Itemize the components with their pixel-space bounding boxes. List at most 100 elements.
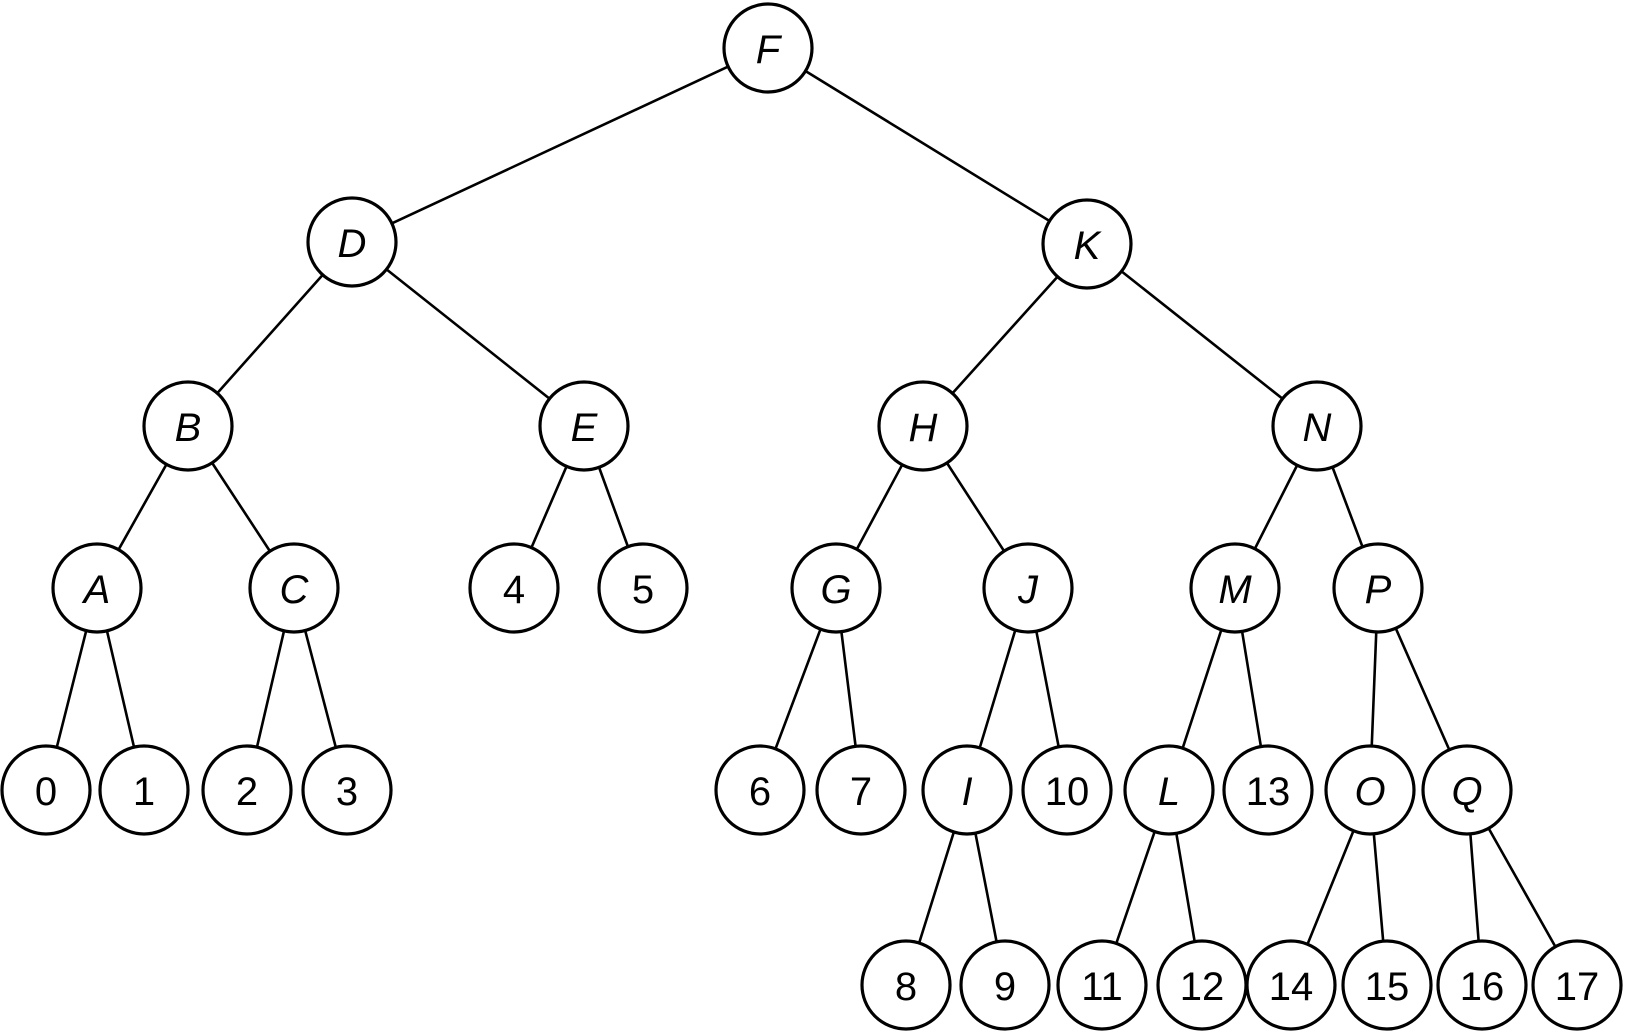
node-N: N bbox=[1271, 380, 1363, 472]
node-circle-9 bbox=[959, 939, 1051, 1031]
node-12: 12 bbox=[1156, 939, 1248, 1031]
node-circle-F bbox=[722, 2, 814, 94]
node-label-A: A bbox=[82, 568, 111, 612]
node-label-15: 15 bbox=[1365, 965, 1410, 1009]
node-circle-11 bbox=[1056, 939, 1148, 1031]
node-label-F: F bbox=[756, 28, 783, 72]
node-circle-4 bbox=[468, 542, 560, 634]
node-circle-G bbox=[790, 542, 882, 634]
node-circle-D bbox=[306, 196, 398, 288]
node-8: 8 bbox=[860, 939, 952, 1031]
node-label-12: 12 bbox=[1180, 965, 1225, 1009]
node-circle-O bbox=[1324, 744, 1416, 836]
tree-edges bbox=[44, 46, 1579, 987]
node-3: 3 bbox=[301, 744, 393, 836]
node-J: J bbox=[982, 542, 1074, 634]
node-6: 6 bbox=[714, 744, 806, 836]
edge-D-E bbox=[350, 240, 586, 428]
node-label-D: D bbox=[338, 222, 367, 266]
node-circle-3 bbox=[301, 744, 393, 836]
node-label-16: 16 bbox=[1460, 965, 1505, 1009]
node-label-13: 13 bbox=[1246, 770, 1291, 814]
node-label-11: 11 bbox=[1081, 965, 1123, 1009]
node-F: F bbox=[722, 2, 814, 94]
node-circle-8 bbox=[860, 939, 952, 1031]
node-label-G: G bbox=[820, 568, 851, 612]
node-label-9: 9 bbox=[994, 965, 1016, 1009]
node-label-H: H bbox=[909, 406, 938, 450]
node-label-7: 7 bbox=[850, 770, 872, 814]
node-circle-10 bbox=[1021, 744, 1113, 836]
node-circle-I bbox=[921, 744, 1013, 836]
node-label-N: N bbox=[1303, 406, 1332, 450]
node-circle-13 bbox=[1222, 744, 1314, 836]
node-circle-Q bbox=[1421, 744, 1513, 836]
node-label-4: 4 bbox=[503, 568, 525, 612]
node-label-0: 0 bbox=[35, 770, 57, 814]
node-14: 14 bbox=[1245, 939, 1337, 1031]
node-circle-0 bbox=[0, 744, 92, 836]
edge-F-D bbox=[350, 46, 770, 244]
node-1: 1 bbox=[98, 744, 190, 836]
node-label-O: O bbox=[1354, 770, 1385, 814]
node-C: C bbox=[248, 542, 340, 634]
edge-K-N bbox=[1085, 242, 1319, 428]
node-G: G bbox=[790, 542, 882, 634]
node-circle-6 bbox=[714, 744, 806, 836]
node-O: O bbox=[1324, 744, 1416, 836]
node-circle-N bbox=[1271, 380, 1363, 472]
node-label-8: 8 bbox=[895, 965, 917, 1009]
node-circle-C bbox=[248, 542, 340, 634]
node-label-1: 1 bbox=[133, 770, 155, 814]
node-circle-H bbox=[877, 380, 969, 472]
node-L: L bbox=[1123, 744, 1215, 836]
edge-F-K bbox=[766, 46, 1089, 246]
node-circle-M bbox=[1189, 542, 1281, 634]
node-label-J: J bbox=[1017, 568, 1039, 612]
node-15: 15 bbox=[1341, 939, 1433, 1031]
node-circle-16 bbox=[1436, 939, 1528, 1031]
node-P: P bbox=[1332, 542, 1424, 634]
node-label-C: C bbox=[280, 568, 310, 612]
node-Q: Q bbox=[1421, 744, 1513, 836]
node-0: 0 bbox=[0, 744, 92, 836]
node-label-5: 5 bbox=[632, 568, 654, 612]
node-circle-2 bbox=[201, 744, 293, 836]
node-9: 9 bbox=[959, 939, 1051, 1031]
node-label-14: 14 bbox=[1269, 965, 1314, 1009]
node-label-10: 10 bbox=[1045, 770, 1090, 814]
node-B: B bbox=[142, 380, 234, 472]
node-7: 7 bbox=[815, 744, 907, 836]
node-label-Q: Q bbox=[1451, 770, 1482, 814]
node-16: 16 bbox=[1436, 939, 1528, 1031]
node-circle-K bbox=[1041, 198, 1133, 290]
node-4: 4 bbox=[468, 542, 560, 634]
node-2: 2 bbox=[201, 744, 293, 836]
node-circle-7 bbox=[815, 744, 907, 836]
node-M: M bbox=[1189, 542, 1281, 634]
node-circle-L bbox=[1123, 744, 1215, 836]
node-label-6: 6 bbox=[749, 770, 771, 814]
node-10: 10 bbox=[1021, 744, 1113, 836]
node-E: E bbox=[538, 380, 630, 472]
node-label-E: E bbox=[571, 406, 599, 450]
node-circle-5 bbox=[597, 542, 689, 634]
node-circle-B bbox=[142, 380, 234, 472]
node-label-M: M bbox=[1218, 568, 1252, 612]
node-circle-A bbox=[51, 542, 143, 634]
node-I: I bbox=[921, 744, 1013, 836]
node-circle-J bbox=[982, 542, 1074, 634]
node-label-P: P bbox=[1365, 568, 1392, 612]
node-13: 13 bbox=[1222, 744, 1314, 836]
node-5: 5 bbox=[597, 542, 689, 634]
node-circle-1 bbox=[98, 744, 190, 836]
node-label-3: 3 bbox=[336, 770, 358, 814]
node-label-B: B bbox=[175, 406, 202, 450]
node-circle-15 bbox=[1341, 939, 1433, 1031]
node-label-2: 2 bbox=[236, 770, 258, 814]
node-17: 17 bbox=[1531, 939, 1623, 1031]
node-circle-17 bbox=[1531, 939, 1623, 1031]
node-A: A bbox=[51, 542, 143, 634]
